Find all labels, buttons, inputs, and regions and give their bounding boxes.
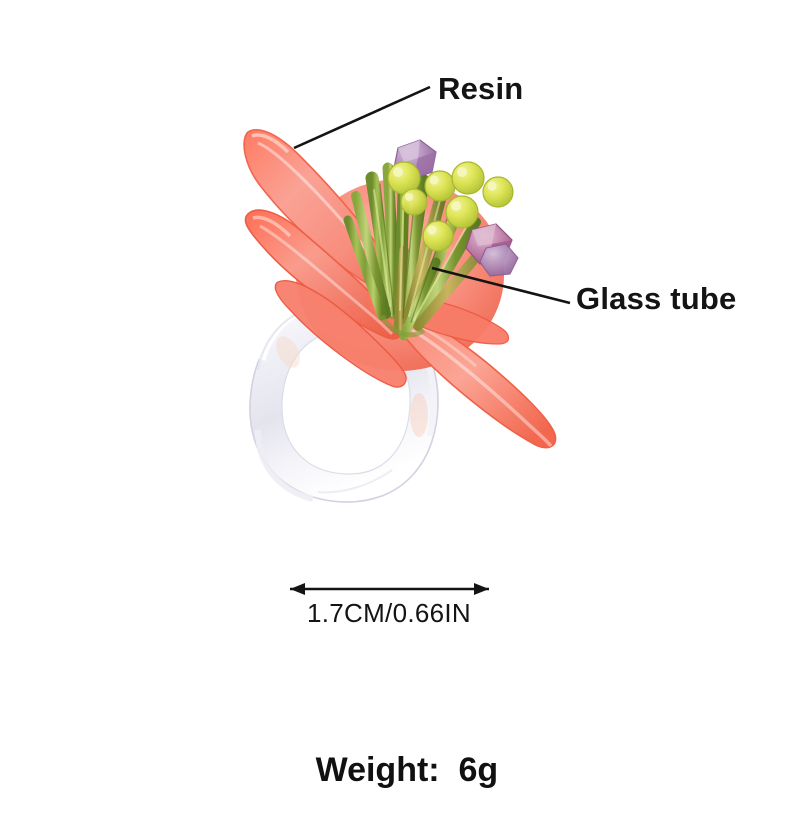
bead-crystals <box>387 139 519 277</box>
product-illustration <box>243 85 571 595</box>
callout-label-resin: Resin <box>438 71 524 106</box>
resin-petals <box>243 129 557 449</box>
weight-text: Weight: 6g <box>0 712 800 829</box>
dimension-arrow <box>290 583 489 595</box>
bead-yellow-2 <box>424 170 456 202</box>
callout-label-glass-tube: Glass tube <box>576 281 737 316</box>
bead-yellow-3 <box>451 161 485 195</box>
bead-yellow-6 <box>422 220 454 252</box>
dimension-text: 1.7CM/0.66IN <box>0 598 800 629</box>
dimension-value: 1.7CM/0.66IN <box>306 598 471 628</box>
bead-yellow-4 <box>482 176 514 208</box>
bead-yellow-1 <box>387 161 421 195</box>
crystal-purple-top <box>393 139 437 181</box>
weight-value: Weight: 6g <box>315 751 499 789</box>
leader-line-glass-tube <box>431 266 571 305</box>
resin-flower-back-disc <box>296 179 504 371</box>
bead-yellow-7 <box>400 188 428 216</box>
glass-tube-cluster <box>343 162 497 341</box>
leader-line-resin <box>293 85 431 150</box>
ring-band <box>249 299 439 503</box>
bead-yellow-5 <box>445 195 479 229</box>
product-image-canvas: Resin Glass tube 1.7CM/0.66IN Weight: 6g <box>0 71 800 789</box>
crystal-purple-lower <box>479 243 519 277</box>
crystal-purple-right <box>465 223 513 265</box>
